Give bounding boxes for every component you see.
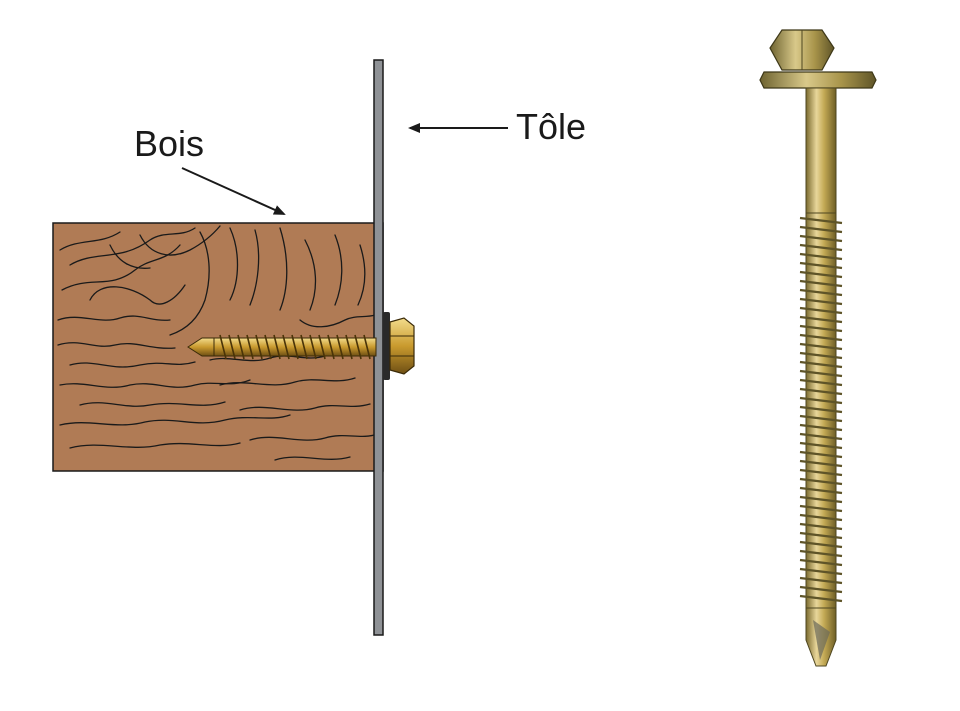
self-drilling-screw-icon [759,29,877,667]
wood-label: Bois [134,123,204,164]
installed-screw [187,312,415,380]
wood-arrow-icon [181,167,286,215]
sheet-label: Tôle [516,106,586,147]
